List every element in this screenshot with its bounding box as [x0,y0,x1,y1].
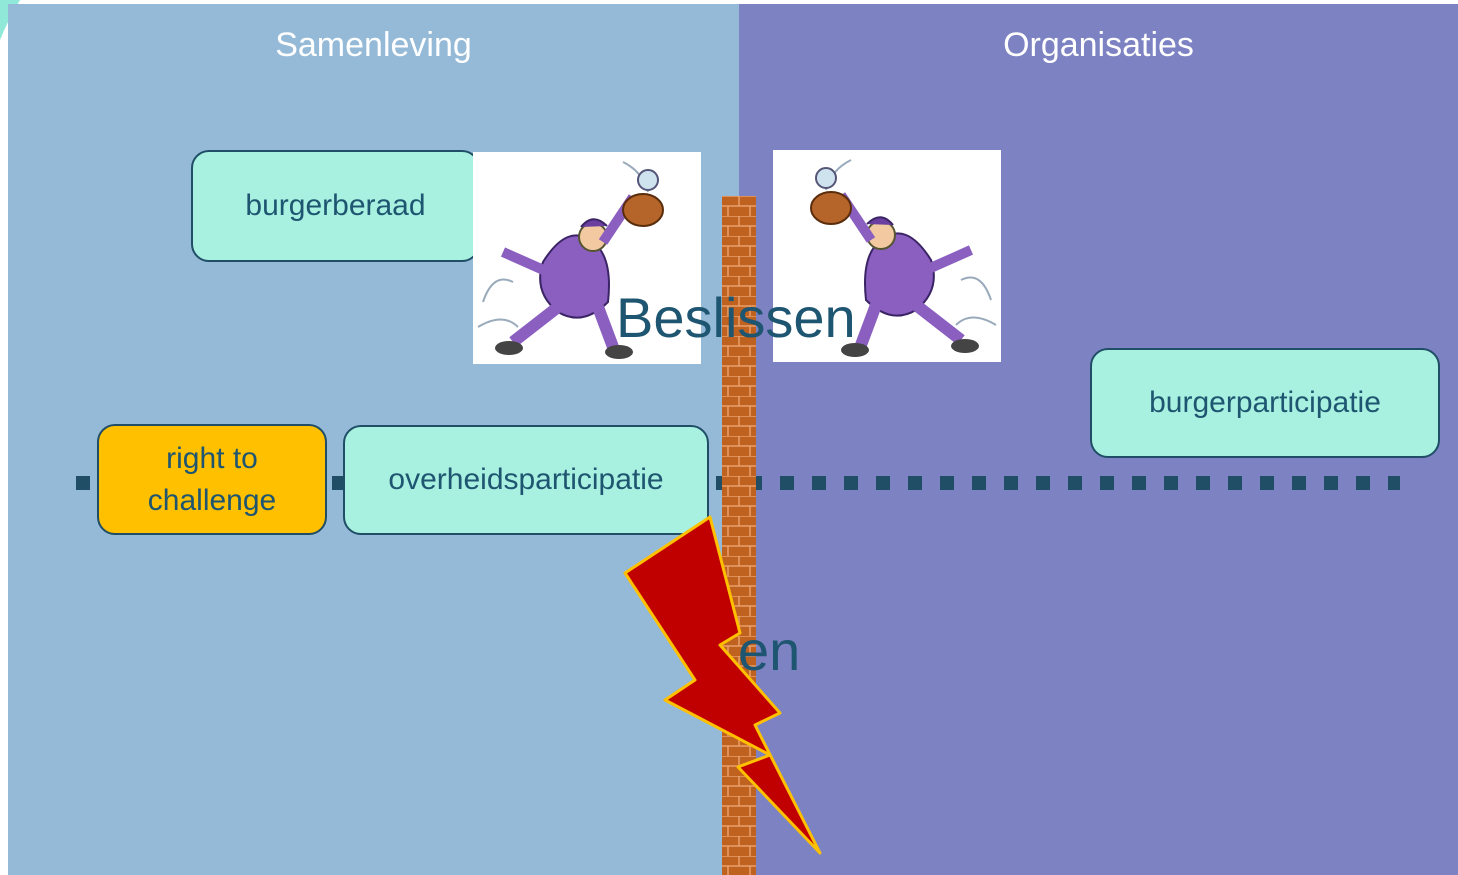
baseball-catcher-image-left [473,152,701,364]
corner-accent [0,0,20,40]
panel-title-samenleving: Samenleving [275,26,472,64]
label-lower-fragment: en [738,619,801,682]
box-right-to-challenge-line2: challenge [147,483,277,517]
box-overheidsparticipatie-label: overheidsparticipatie [388,463,664,496]
box-burgerberaad: burgerberaad [191,150,480,262]
box-burgerparticipatie: burgerparticipatie [1090,348,1440,458]
baseball-catcher-image-right [773,150,1001,362]
box-burgerparticipatie-label: burgerparticipatie [1149,386,1381,419]
box-right-to-challenge: right to challenge [97,424,327,535]
label-beslissen: Beslissen [616,286,856,349]
box-burgerberaad-label: burgerberaad [245,189,426,222]
lightning-bolt-icon [623,515,822,855]
box-right-to-challenge-line1: right to [166,441,258,475]
box-overheidsparticipatie: overheidsparticipatie [343,425,709,535]
panel-title-organisaties: Organisaties [1003,26,1194,64]
